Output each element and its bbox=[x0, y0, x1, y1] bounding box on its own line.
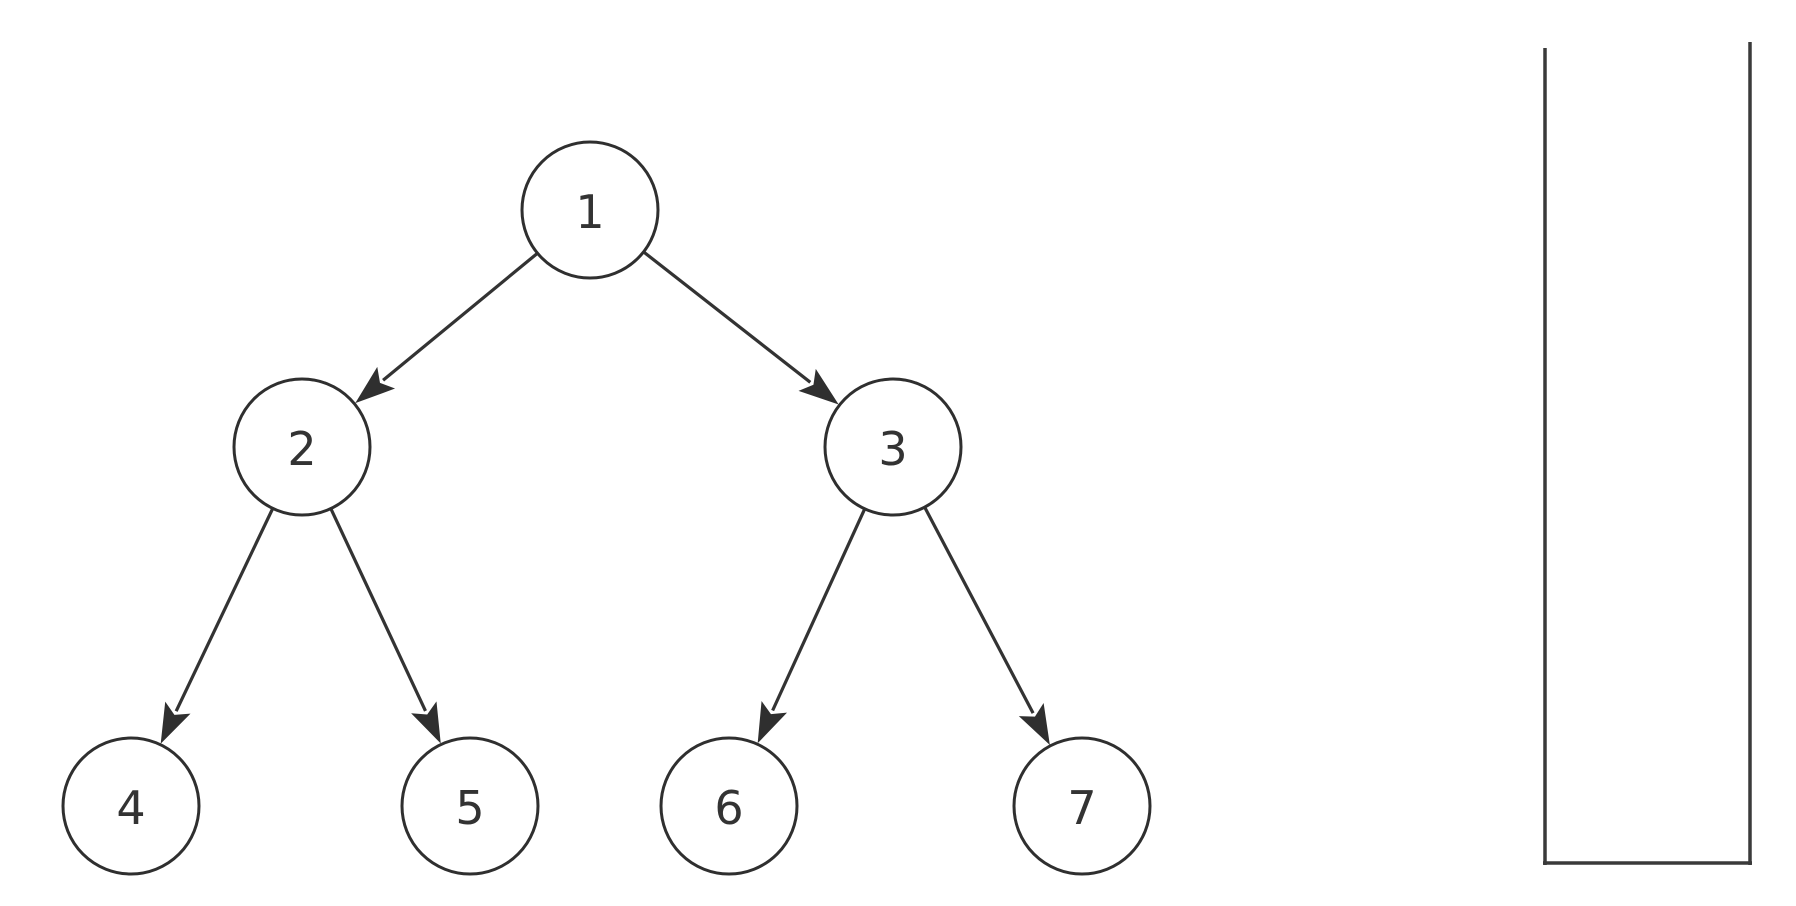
edge-line bbox=[382, 251, 539, 382]
edge-line bbox=[923, 506, 1035, 714]
node-circle bbox=[232, 377, 372, 517]
edge-line bbox=[174, 507, 275, 712]
edge-n1-n2 bbox=[355, 251, 539, 404]
node-circle bbox=[1012, 736, 1152, 876]
node-circle bbox=[520, 140, 660, 280]
tree-node-5: 5 bbox=[400, 736, 540, 876]
tree-node-2: 2 bbox=[232, 377, 372, 517]
arrowhead-icon bbox=[355, 366, 396, 404]
edge-n3-n6 bbox=[757, 508, 867, 744]
tree-node-6: 6 bbox=[659, 736, 799, 876]
arrowhead-icon bbox=[757, 701, 788, 744]
edge-n2-n4 bbox=[160, 507, 275, 744]
arrowhead-icon bbox=[798, 368, 839, 405]
node-circle bbox=[823, 377, 963, 517]
node-label: 2 bbox=[287, 422, 316, 476]
tree-node-4: 4 bbox=[61, 736, 201, 876]
edge-n3-n7 bbox=[923, 506, 1050, 745]
edges-layer bbox=[160, 250, 1050, 745]
node-label: 6 bbox=[714, 781, 743, 835]
nodes-layer: 1 2 3 4 5 6 7 bbox=[61, 140, 1152, 876]
node-label: 1 bbox=[575, 185, 604, 239]
edge-line bbox=[329, 507, 427, 712]
edge-line bbox=[642, 250, 812, 384]
node-label: 5 bbox=[455, 781, 484, 835]
tree-node-7: 7 bbox=[1012, 736, 1152, 876]
node-circle bbox=[61, 736, 201, 876]
edge-n2-n5 bbox=[329, 507, 441, 744]
edge-line bbox=[771, 508, 867, 712]
node-label: 7 bbox=[1067, 781, 1096, 835]
node-label: 3 bbox=[878, 422, 907, 476]
empty-container bbox=[1543, 42, 1752, 865]
tree-node-1: 1 bbox=[520, 140, 660, 280]
arrowhead-icon bbox=[411, 701, 441, 744]
tree-node-3: 3 bbox=[823, 377, 963, 517]
node-label: 4 bbox=[116, 781, 145, 835]
arrowhead-icon bbox=[160, 701, 191, 744]
node-circle bbox=[659, 736, 799, 876]
node-circle bbox=[400, 736, 540, 876]
edge-n1-n3 bbox=[642, 250, 839, 405]
arrowhead-icon bbox=[1018, 703, 1050, 745]
